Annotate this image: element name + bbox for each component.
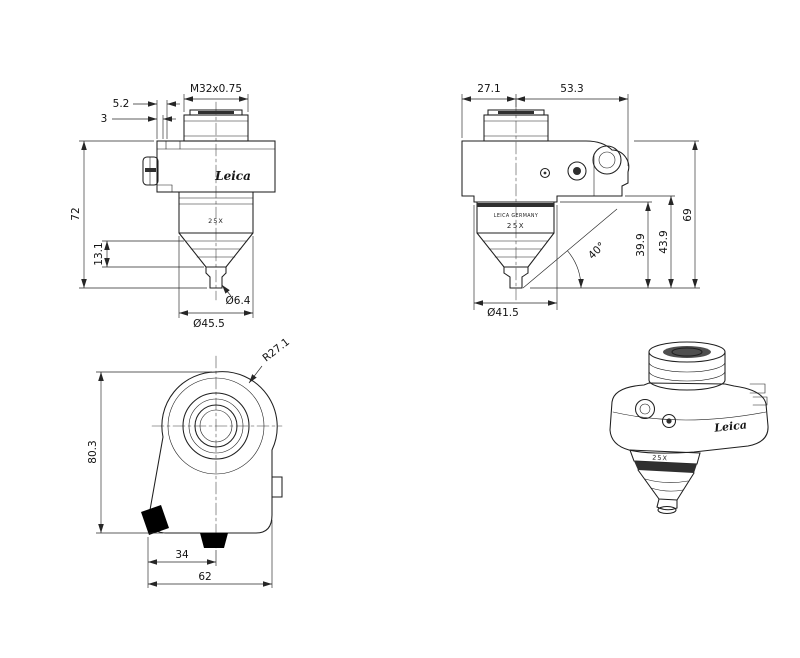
dim-34: 34 [147,537,217,566]
iso-knurl-band [634,461,697,473]
plan-left-tab [141,505,169,535]
plan-bore-ring [194,404,238,448]
plan-view: R27.1 80.3 34 62 [87,336,292,588]
dim-27-1-text: 27.1 [477,83,500,95]
front-cone-left [178,232,207,268]
side-screw [539,167,551,179]
dim-80-3: 80.3 [87,371,212,534]
side-mid-knob [567,161,587,181]
iso-view: Leica 25X [609,341,769,515]
dim-3: 3 [101,113,176,139]
side-top-knob [592,145,622,175]
dim-72-text: 72 [70,207,82,220]
dim-3-text: 3 [101,113,108,125]
dim-radius: R27.1 [248,336,292,384]
iso-knob-large [634,398,656,420]
plan-bottom-tab [200,533,228,548]
side-dimensions: 27.1 53.3 39.9 43.9 [461,83,700,319]
iso-engraving: 25X [652,454,668,463]
dim-cone-diameter: Ø45.5 [178,236,254,330]
side-view: LEICA GERMANY 25X 27.1 53.3 39.9 [461,83,700,319]
dim-13-1-text: 13.1 [93,242,105,265]
plan-body-outline [149,371,278,534]
dim-barrel-diameter: Ø41.5 [473,205,558,319]
iso-clamp-detail [749,383,766,394]
iso-knob-small [661,413,677,429]
front-clamp-slot [145,168,156,172]
front-cap-slot [198,111,234,114]
side-engraving-line1: LEICA GERMANY [494,213,539,219]
dim-40-degrees: 40° [522,208,618,289]
side-engraving-line2: 25X [507,222,525,230]
front-clamp-knob [142,156,159,186]
front-dimensions: M32x0.75 5.2 3 72 [70,83,254,330]
side-knurl-band [477,203,554,207]
dim-43-9: 43.9 [625,195,675,288]
plan-mount-ring [182,392,250,460]
dim-53-3-text: 53.3 [560,83,583,95]
dim-34-text: 34 [175,549,189,561]
dim-69-text: 69 [682,208,694,221]
front-view-outline [142,101,276,301]
iso-cone [637,469,695,501]
iso-outline [609,341,769,515]
dim-39-9: 39.9 [560,201,652,288]
dim-cone-diameter-text: Ø45.5 [193,318,225,330]
side-cap-slot [498,111,534,114]
dim-62-text: 62 [198,571,211,583]
front-body [156,140,276,193]
dim-barrel-diameter-text: Ø41.5 [487,307,519,319]
side-view-outline [461,99,630,301]
dim-13-1: 13.1 [93,240,204,268]
dim-thread-callout: M32x0.75 [183,83,249,112]
dim-tip-diameter-text: Ø6.4 [226,295,251,307]
dim-thread-text: M32x0.75 [190,83,242,95]
dim-27-1: 27.1 [461,83,517,138]
dim-39-9-text: 39.9 [635,233,647,256]
dim-40-degrees-text: 40° [586,240,608,262]
dim-5-2: 5.2 [113,98,180,139]
dim-radius-text: R27.1 [260,336,292,364]
iso-housing [609,382,769,454]
dim-5-2-text: 5.2 [113,98,130,110]
dim-62: 62 [147,520,273,588]
front-engraving: 25X [208,217,224,225]
iso-leica-logo: Leica [713,418,748,434]
front-leica-logo: Leica [214,169,251,183]
plan-right-tab [271,476,283,498]
dim-43-9-text: 43.9 [658,230,670,253]
dim-72: 72 [70,140,207,289]
plan-view-outline [141,355,283,549]
side-boss-outline [585,140,630,173]
front-cone-right [225,232,254,268]
dim-tip-diameter: Ø6.4 [221,284,251,307]
dim-53-3: 53.3 [516,83,629,166]
dim-69: 69 [634,140,699,288]
dim-80-3-text: 80.3 [87,440,99,463]
front-view: Leica 25X M32x0.75 5.2 3 [70,83,276,330]
iso-tip [657,505,677,515]
plan-dimensions: R27.1 80.3 34 62 [87,336,292,588]
